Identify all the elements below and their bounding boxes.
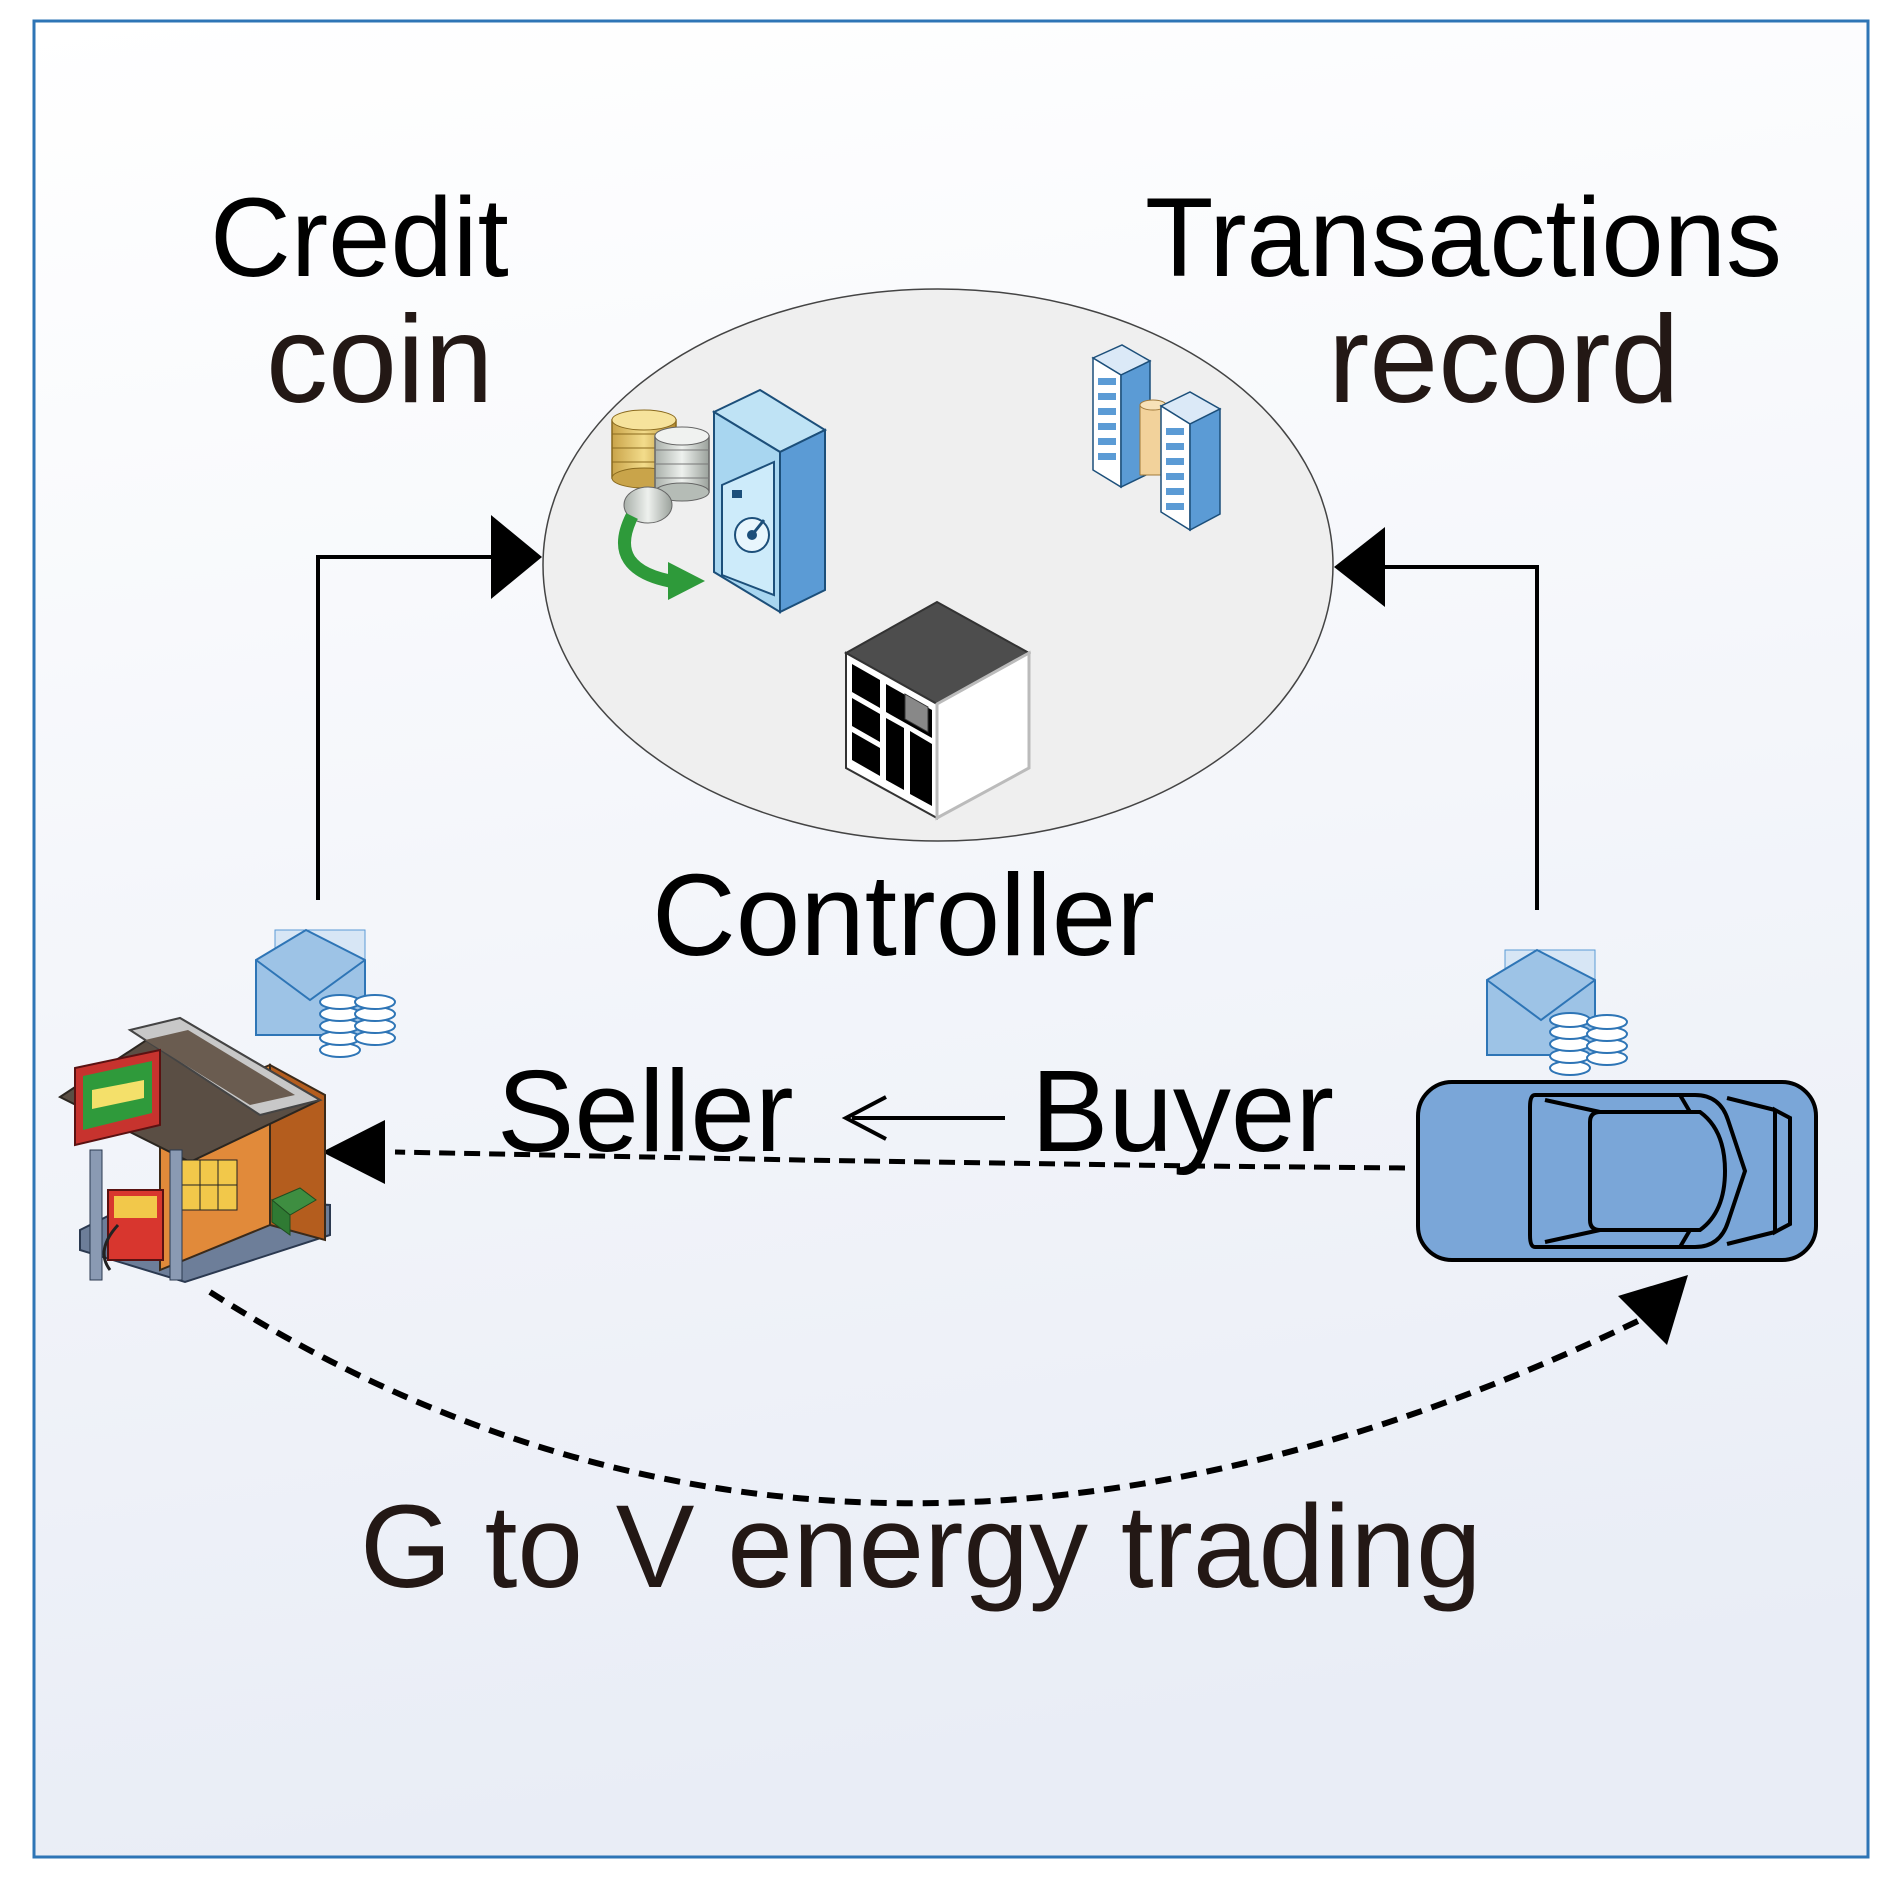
seller-label: Seller xyxy=(497,1046,794,1176)
transactions-record-label-line1: Transactions xyxy=(1145,175,1782,300)
seller-to-controller-arrow xyxy=(316,555,500,900)
controller-label: Controller xyxy=(652,850,1155,980)
buyer-label: Buyer xyxy=(1031,1046,1335,1176)
seller-arrowhead xyxy=(322,1120,385,1184)
credit-coin-label-line2: coin xyxy=(266,291,494,429)
buyer-to-seller-dashed-arrow xyxy=(394,1149,1406,1171)
buyer-to-controller-arrow xyxy=(1375,565,1539,910)
g-to-v-curved-arrow xyxy=(208,1289,1642,1507)
coin-vault-icon xyxy=(611,388,828,614)
envelope-coins-icon-buyer xyxy=(1486,948,1628,1076)
car-icon xyxy=(1416,1080,1818,1262)
charging-station-icon xyxy=(58,1016,331,1284)
right-arrowhead xyxy=(1334,527,1385,607)
g-to-v-trading-label: G to V energy trading xyxy=(360,1481,1482,1613)
seller-buyer-small-arrowhead xyxy=(841,1095,887,1141)
envelope-coins-icon-seller xyxy=(255,928,396,1058)
database-servers-icon xyxy=(1091,344,1222,532)
transactions-record-label-line2: record xyxy=(1328,291,1680,429)
left-arrowhead xyxy=(491,515,542,599)
credit-coin-label-line1: Credit xyxy=(210,175,509,300)
car-arrowhead xyxy=(1618,1275,1688,1345)
server-cube-icon xyxy=(843,600,1032,821)
